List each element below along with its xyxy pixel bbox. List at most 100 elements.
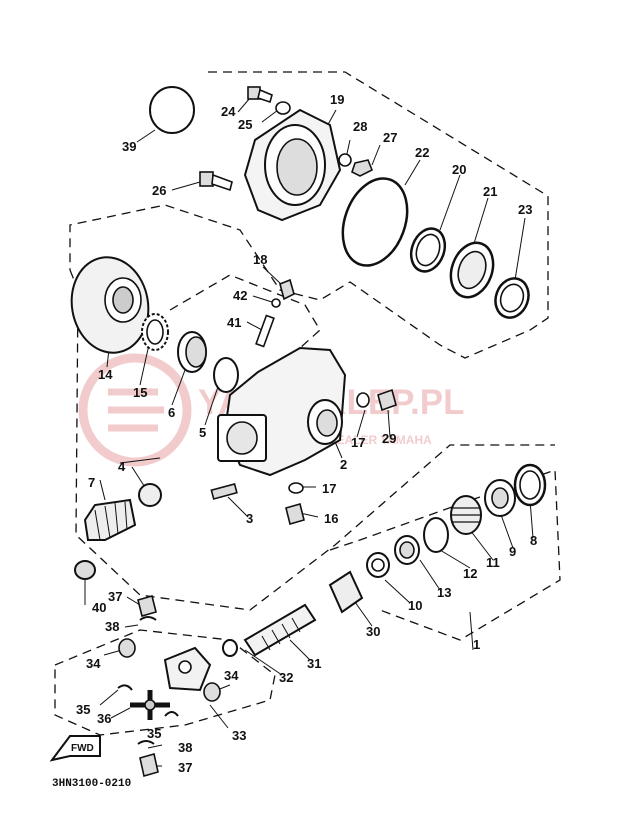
bearing-9 [484,479,516,517]
label-6: 6 [168,405,175,420]
label-3: 3 [246,511,253,526]
label-9: 9 [509,544,516,559]
label-33: 33 [232,728,246,743]
outline-inner-group [169,274,321,349]
label-2: 2 [340,457,347,472]
shim-15 [141,313,169,351]
universal-joint-yoke [163,646,212,692]
label-23: 23 [518,202,532,217]
spider-36 [130,690,170,720]
pin-41 [255,314,275,348]
label-16: 16 [324,511,338,526]
fwd-arrow-icon [49,735,101,762]
bearing-6 [177,331,207,373]
label-4: 4 [118,459,126,474]
shim-20 [409,227,447,273]
label-28: 28 [353,119,367,134]
label-11: 11 [486,555,500,570]
washer-28 [338,153,352,167]
coupling-30 [328,570,364,614]
bearing-housing-19 [243,108,342,222]
label-15: 15 [133,385,147,400]
label-26: 26 [152,183,166,198]
label-29: 29 [382,431,396,446]
label-40: 40 [92,600,106,615]
label-14: 14 [98,367,113,382]
label-30: 30 [366,624,380,639]
bearing-cup-34-left [118,638,136,658]
outline-case-group [69,269,555,611]
pinion-gear-7 [83,498,137,541]
nut-27 [351,159,374,177]
washer-17-lower [288,482,304,494]
outline-joint-group [54,629,276,736]
o-ring-39 [149,86,195,134]
label-24: 24 [221,104,236,119]
circlip-35-left [117,684,133,691]
label-37b: 37 [178,760,192,775]
label-19: 19 [330,92,344,107]
bearing-cup-34-right [203,682,221,702]
ring-gear-14 [70,256,150,354]
label-7: 7 [88,475,95,490]
circlip-38-bottom [137,740,155,745]
label-27: 27 [383,130,397,145]
label-18: 18 [253,252,267,267]
stud-3 [210,483,238,500]
watermark-logo [78,353,192,467]
part-labels: 39 24 25 19 28 27 22 20 21 23 26 18 42 4… [76,92,537,775]
seal-23 [494,277,530,319]
label-37a: 37 [108,589,122,604]
label-32: 32 [279,670,293,685]
label-35b: 35 [147,726,161,741]
collar-10 [366,552,390,578]
shim-5 [213,357,239,393]
seal-8 [513,463,547,507]
label-42: 42 [233,288,247,303]
circlip-35-right [164,711,179,717]
bush-4 [138,483,162,507]
label-10: 10 [408,598,422,613]
label-25: 25 [238,117,252,132]
plug-29 [377,388,397,412]
washer-17-top [356,392,370,408]
bearing-21 [449,241,495,299]
label-8: 8 [530,533,537,548]
outline-cover-group [69,71,549,359]
label-36: 36 [97,711,111,726]
label-21: 21 [483,184,497,199]
outline-pinion-group [329,469,561,641]
bolt-26 [199,171,233,192]
label-34b: 34 [224,668,239,683]
label-34a: 34 [86,656,101,671]
ring-42 [271,298,281,308]
plug-16 [285,503,305,525]
label-38b: 38 [178,740,192,755]
label-17a: 17 [351,435,365,450]
circlip-38-top [139,616,157,621]
label-1: 1 [473,637,480,652]
label-12: 12 [463,566,477,581]
label-31: 31 [307,656,321,671]
part-37-top [137,595,157,617]
label-20: 20 [452,162,466,177]
bolt-24 [247,86,273,104]
o-ring-12 [423,517,449,553]
label-13: 13 [437,585,451,600]
label-41: 41 [227,315,241,330]
label-39: 39 [122,139,136,154]
part-18 [279,278,295,301]
differential-case-2 [217,346,347,477]
washer-32 [222,639,238,657]
label-38a: 38 [105,619,119,634]
shim-13 [394,535,420,565]
label-17b: 17 [322,481,336,496]
washer-25 [275,101,291,115]
shaft-31 [243,603,317,657]
nut-40 [74,560,96,580]
o-ring-22 [341,177,409,267]
bearing-11 [450,495,482,535]
figure-code: 3HN3100-0210 [52,778,131,790]
label-35a: 35 [76,702,90,717]
